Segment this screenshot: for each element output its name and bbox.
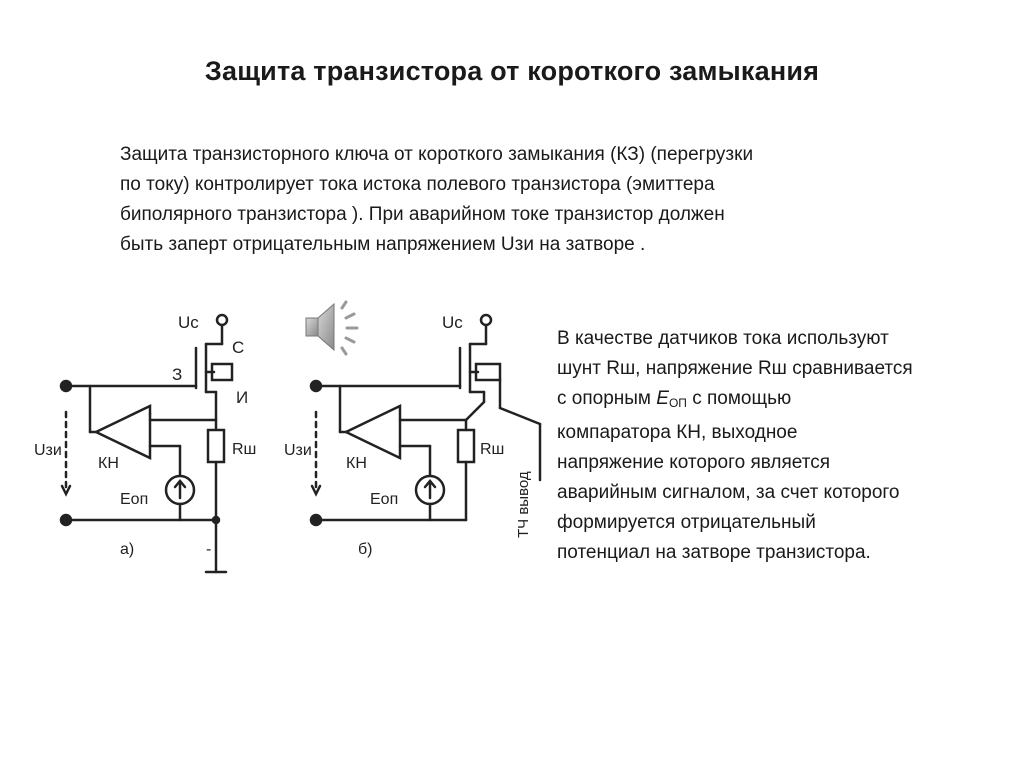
eop-symbol: E <box>656 388 669 409</box>
caption-a: а) <box>120 541 134 558</box>
intro-line: Защита транзисторного ключа от короткого… <box>120 144 754 165</box>
speaker-icon[interactable] <box>300 296 370 360</box>
label-output: ТЧ вывод <box>515 471 532 538</box>
side-line: с опорным EОП с помощью <box>557 388 792 410</box>
circuit-a <box>59 313 234 574</box>
circuit-b <box>309 313 542 527</box>
intro-line: быть заперт отрицательным напряжением Uз… <box>120 234 646 255</box>
label-uc: Uc <box>442 313 463 332</box>
label-rsh: Rш <box>232 441 256 458</box>
label-drain: С <box>232 338 244 357</box>
label-uzi: Uзи <box>284 442 312 459</box>
sensor-paragraph: В качестве датчиков тока используют шунт… <box>557 324 1007 568</box>
label-minus: - <box>206 541 211 558</box>
side-line: компаратора КН, выходное <box>557 422 798 443</box>
intro-line: по току) контролирует тока истока полево… <box>120 174 715 195</box>
slide-title: Защита транзистора от короткого замыкани… <box>204 56 820 86</box>
intro-line: биполярного транзистора ). При аварийном… <box>120 204 725 225</box>
label-source: И <box>236 388 248 407</box>
label-uzi: Uзи <box>34 442 62 459</box>
label-kn: КН <box>346 455 367 472</box>
side-line: В качестве датчиков тока используют <box>557 328 889 349</box>
label-kn: КН <box>98 455 119 472</box>
intro-paragraph: Защита транзисторного ключа от короткого… <box>120 140 920 260</box>
side-line: формируется отрицательный <box>557 512 816 533</box>
circuit-diagrams: Uc С З И Uзи КН Eоп Rш а) - Uc Uзи КН Eо… <box>34 313 542 574</box>
caption-b: б) <box>358 541 373 558</box>
side-line: шунт Rш, напряжение Rш сравнивается <box>557 358 913 379</box>
eop-subscript: ОП <box>668 396 687 410</box>
label-eop: Eоп <box>120 491 148 508</box>
label-eop: Eоп <box>370 491 398 508</box>
label-uc: Uc <box>178 313 199 332</box>
side-line: аварийным сигналом, за счет которого <box>557 482 900 503</box>
side-line: напряжение которого является <box>557 452 830 473</box>
label-rsh: Rш <box>480 441 504 458</box>
side-line: потенциал на затворе транзистора. <box>557 542 871 563</box>
label-gate: З <box>172 365 182 384</box>
